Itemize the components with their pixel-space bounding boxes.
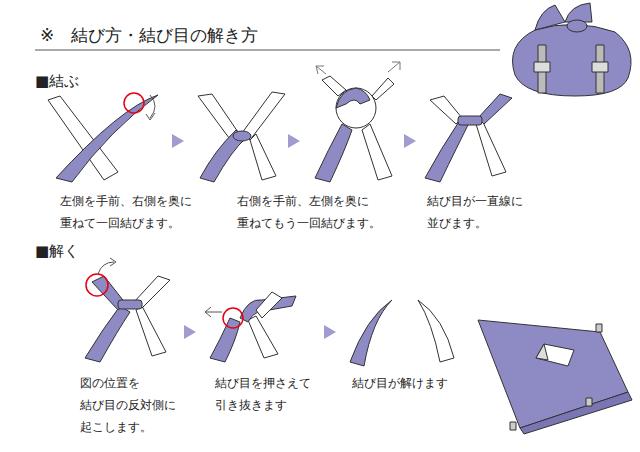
step-caption: 結び目が一直線に 並びます。 [427, 190, 537, 234]
page-title: ※ 結び方・結び目の解き方 [40, 24, 258, 46]
step-caption: 右側を手前、左側を奥に 重ねてもう一回結びます。 [237, 190, 412, 234]
section-heading: ■結ぶ [35, 70, 79, 92]
step-caption: 結び目が解けます [352, 372, 448, 394]
step-caption: 左側を手前、右側を奥に 重ねて一回結びます。 [60, 190, 220, 234]
step-caption: 結び目を押さえて 引き抜きます [215, 372, 327, 416]
section-heading: ■解く [35, 240, 79, 262]
step-caption: 図の位置を 結び目の反対側に 起こします。 [80, 372, 190, 438]
